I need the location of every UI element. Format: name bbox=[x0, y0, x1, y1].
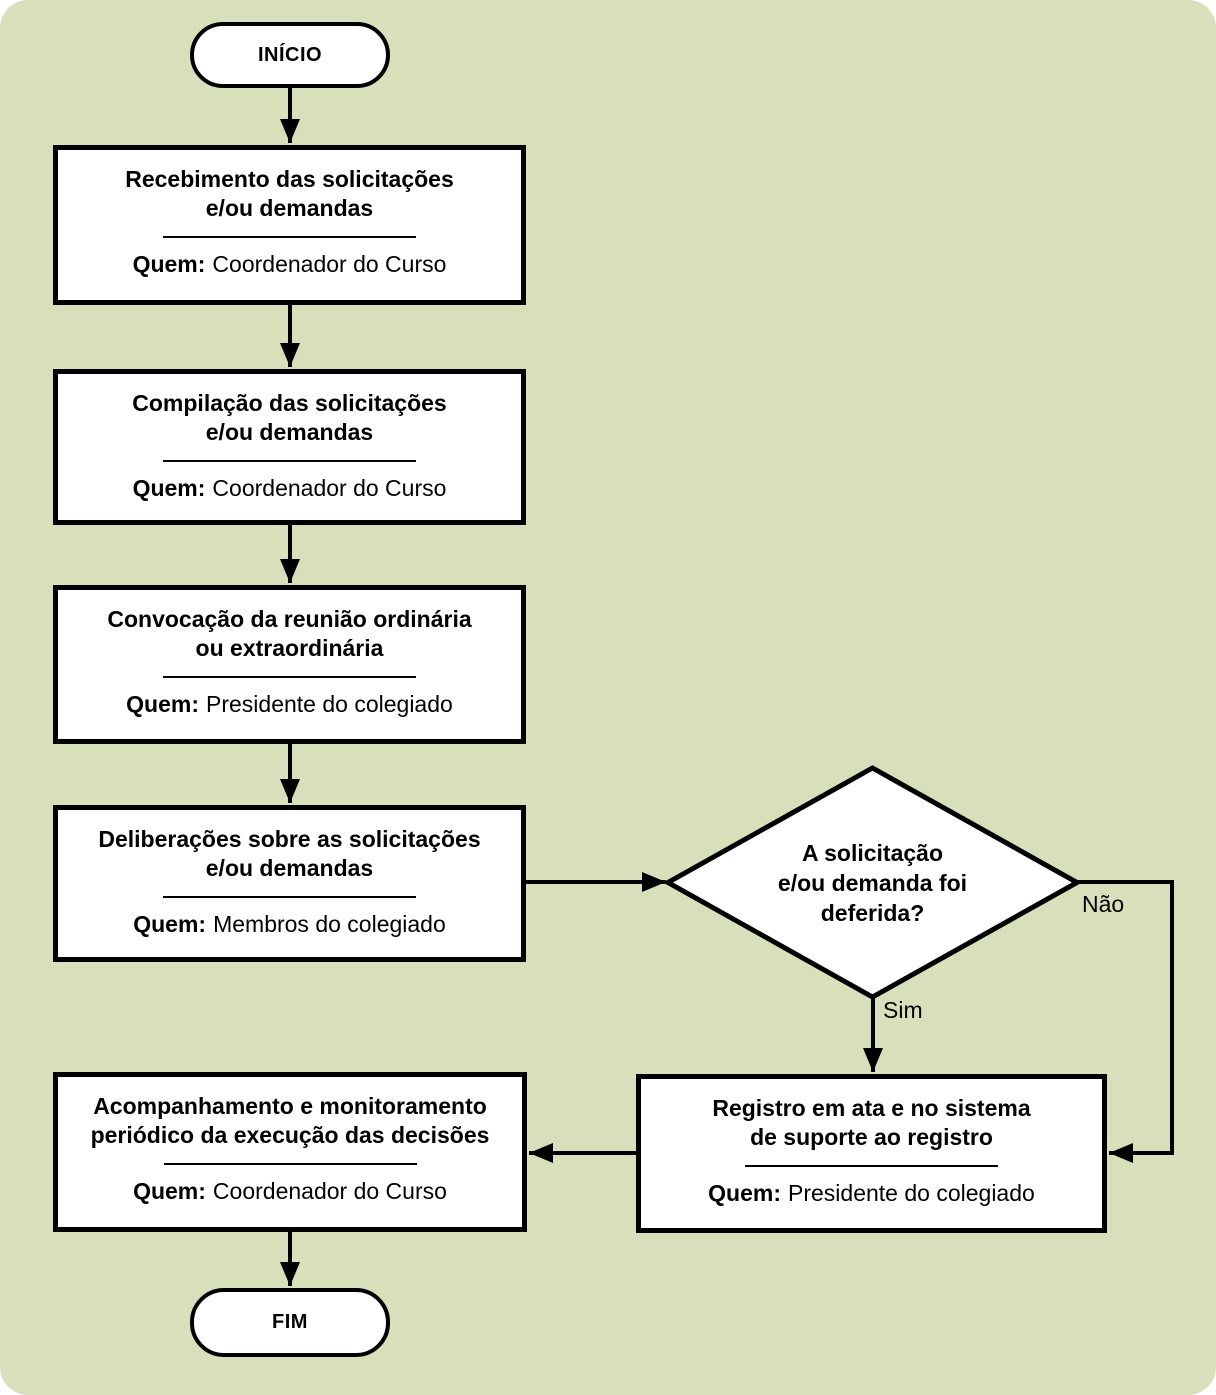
who-label: Quem: bbox=[133, 1178, 206, 1204]
title-line: e/ou demandas bbox=[205, 419, 374, 445]
divider-line bbox=[163, 236, 416, 238]
divider-line bbox=[163, 460, 416, 462]
process-title: Recebimento das solicitações e/ou demand… bbox=[125, 165, 454, 223]
process-title: Convocação da reunião ordinária ou extra… bbox=[107, 605, 471, 663]
who-label: Quem: bbox=[132, 475, 206, 501]
divider-line bbox=[163, 896, 416, 898]
who-line: Quem:Coordenador do Curso bbox=[133, 1177, 447, 1206]
who-line: Quem:Presidente do colegiado bbox=[708, 1179, 1035, 1208]
who-value: Presidente do colegiado bbox=[206, 691, 453, 717]
process-box-convocacao: Convocação da reunião ordinária ou extra… bbox=[53, 585, 526, 744]
title-line: Deliberações sobre as solicitações bbox=[98, 826, 481, 852]
title-line: Convocação da reunião ordinária bbox=[107, 606, 472, 632]
end-label: FIM bbox=[272, 1311, 308, 1333]
title-line: de suporte ao registro bbox=[750, 1124, 993, 1150]
process-title: Registro em ata e no sistema de suporte … bbox=[712, 1094, 1030, 1152]
process-title: Acompanhamento e monitoramento periódico… bbox=[91, 1092, 490, 1150]
start-label: INÍCIO bbox=[257, 43, 323, 66]
who-line: Quem:Presidente do colegiado bbox=[126, 690, 453, 719]
title-line: Recebimento das solicitações bbox=[125, 166, 454, 192]
who-label: Quem: bbox=[126, 691, 200, 717]
process-box-deliberacoes: Deliberações sobre as solicitações e/ou … bbox=[53, 805, 526, 962]
title-line: Registro em ata e no sistema bbox=[712, 1095, 1031, 1121]
who-label: Quem: bbox=[132, 251, 206, 277]
title-line: Compilação das solicitações bbox=[132, 390, 447, 416]
who-value: Coordenador do Curso bbox=[212, 1178, 447, 1204]
who-value: Presidente do colegiado bbox=[788, 1180, 1035, 1206]
connector-decision-no-to-step4 bbox=[1075, 880, 1174, 1163]
end-node: FIM bbox=[190, 1288, 390, 1357]
who-value: Membros do colegiado bbox=[213, 911, 446, 937]
who-value: Coordenador do Curso bbox=[212, 251, 447, 277]
divider-line bbox=[163, 1163, 417, 1165]
title-line: ou extraordinária bbox=[195, 635, 384, 661]
who-label: Quem: bbox=[133, 911, 207, 937]
title-line: periódico da execução das decisões bbox=[90, 1122, 490, 1148]
decision-node: A solicitação e/ou demanda foi deferida? bbox=[662, 765, 1083, 1000]
edge-label-no: Não bbox=[1082, 891, 1125, 917]
edge-label-yes: Sim bbox=[883, 997, 923, 1023]
decision-line: e/ou demanda foi bbox=[777, 869, 968, 896]
process-box-acompanhamento: Acompanhamento e monitoramento periódico… bbox=[53, 1072, 527, 1232]
title-line: e/ou demandas bbox=[205, 855, 374, 881]
divider-line bbox=[745, 1165, 998, 1167]
divider-line bbox=[163, 676, 416, 678]
decision-line: deferida? bbox=[820, 899, 925, 926]
decision-diamond-shape bbox=[662, 765, 1083, 1000]
start-node: INÍCIO bbox=[190, 22, 390, 88]
decision-question: A solicitação e/ou demanda foi deferida? bbox=[668, 768, 1077, 997]
title-line: Acompanhamento e monitoramento bbox=[93, 1093, 487, 1119]
who-line: Quem:Coordenador do Curso bbox=[133, 474, 447, 503]
who-line: Quem:Coordenador do Curso bbox=[133, 250, 447, 279]
decision-line: A solicitação bbox=[801, 839, 944, 866]
who-line: Quem:Membros do colegiado bbox=[133, 910, 446, 939]
process-box-recebimento: Recebimento das solicitações e/ou demand… bbox=[53, 145, 526, 305]
title-line: e/ou demandas bbox=[205, 195, 374, 221]
process-title: Compilação das solicitações e/ou demanda… bbox=[132, 389, 446, 447]
process-title: Deliberações sobre as solicitações e/ou … bbox=[98, 825, 480, 883]
process-box-compilacao: Compilação das solicitações e/ou demanda… bbox=[53, 369, 526, 525]
process-box-registro: Registro em ata e no sistema de suporte … bbox=[636, 1074, 1107, 1233]
who-value: Coordenador do Curso bbox=[212, 475, 447, 501]
who-label: Quem: bbox=[708, 1180, 782, 1206]
